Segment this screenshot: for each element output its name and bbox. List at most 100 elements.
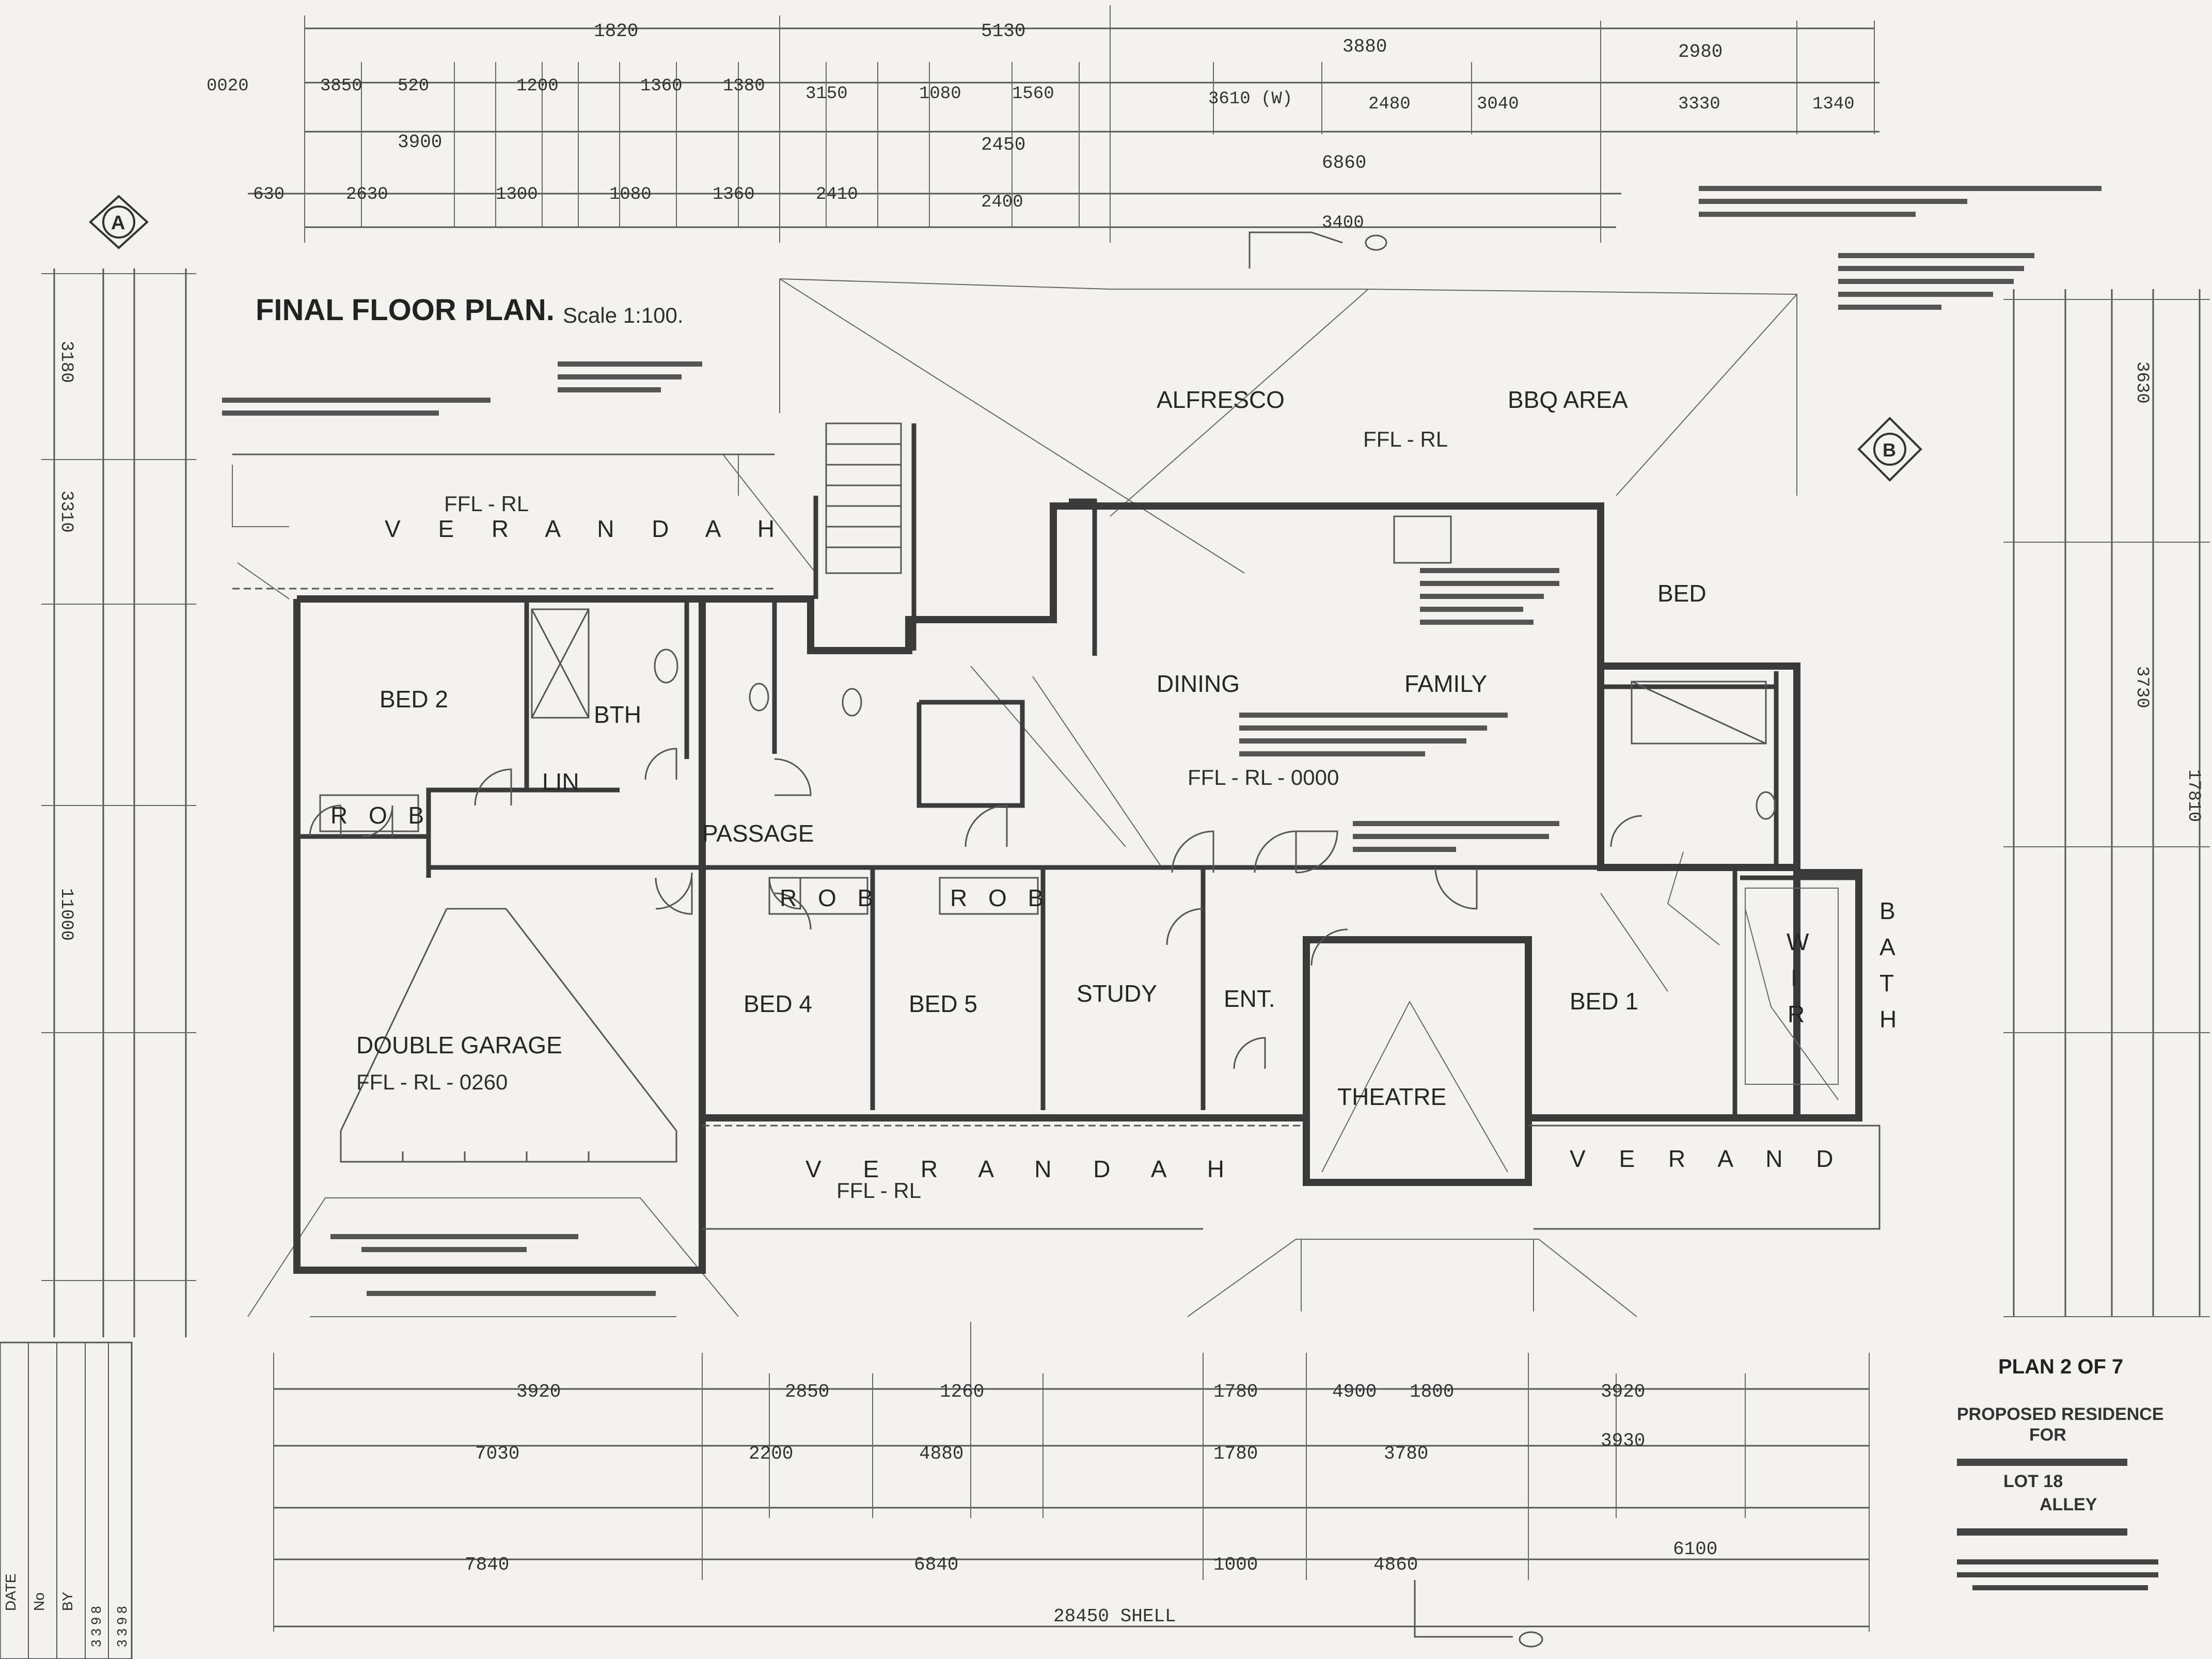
- level-garage: FFL - RL - 0260: [356, 1070, 508, 1094]
- bottom-dim-14: 7840: [465, 1554, 509, 1575]
- svg-text:3610 (W): 3610 (W): [1208, 89, 1292, 109]
- label-robe-bed4: R O B: [780, 884, 880, 911]
- svg-text:3330: 3330: [1678, 94, 1720, 114]
- rev-header-no: No: [31, 1592, 47, 1611]
- svg-text:A: A: [1879, 934, 1895, 960]
- bottom-dim-17: 4860: [1373, 1554, 1418, 1575]
- label-dining: DINING: [1157, 670, 1240, 697]
- level-alfresco: FFL - RL: [1363, 427, 1448, 451]
- bottom-dim-3: 1260: [940, 1381, 984, 1402]
- titleblock-line-2: FOR: [2029, 1425, 2066, 1445]
- bottom-dim-12: 3780: [1384, 1443, 1428, 1464]
- svg-text:1200: 1200: [516, 76, 559, 96]
- label-bed1: BED 1: [1570, 988, 1638, 1015]
- svg-text:2630: 2630: [346, 185, 388, 204]
- bottom-dim-6: 1800: [1410, 1381, 1454, 1402]
- titleblock-line-1: PROPOSED RESIDENCE: [1957, 1404, 2164, 1424]
- plan-number: PLAN 2 OF 7: [1998, 1355, 2123, 1378]
- level-veranda-top: FFL - RL: [444, 492, 529, 516]
- bottom-dim-10: 4880: [919, 1443, 963, 1464]
- bottom-dim-16: 1000: [1213, 1554, 1258, 1575]
- label-theatre: THEATRE: [1337, 1083, 1446, 1110]
- section-marker-a: A: [89, 195, 149, 249]
- svg-text:1080: 1080: [919, 84, 961, 104]
- right-dim-2: 3730: [2132, 666, 2152, 708]
- svg-text:1560: 1560: [1012, 84, 1054, 104]
- svg-text:1360: 1360: [713, 185, 755, 204]
- top-dim-7: 6860: [1322, 152, 1366, 173]
- label-entry: ENT.: [1224, 985, 1275, 1012]
- annotation-blocks: [222, 186, 2102, 1296]
- label-passage: PASSAGE: [702, 820, 814, 847]
- svg-text:3040: 3040: [1477, 94, 1519, 114]
- label-linen: LIN: [542, 768, 579, 795]
- svg-text:3850: 3850: [320, 76, 362, 96]
- svg-text:1340: 1340: [1812, 94, 1855, 114]
- top-dim-3: 3880: [1342, 36, 1387, 57]
- left-dim-2: 3310: [56, 491, 76, 533]
- svg-text:R: R: [1788, 1001, 1805, 1028]
- room-labels: V E R A N D A H FFL - RL ALFRESCO BBQ AR…: [330, 386, 1897, 1203]
- drawing-scale: Scale 1:100.: [563, 303, 684, 327]
- rev-row1-date: 3 3 9 8: [88, 1606, 104, 1647]
- svg-text:1300: 1300: [496, 185, 538, 204]
- left-dim-1: 3180: [56, 341, 76, 383]
- bottom-dim-18: 6100: [1673, 1539, 1717, 1560]
- marker-b-label: B: [1883, 439, 1896, 461]
- level-veranda-bottom: FFL - RL: [836, 1178, 921, 1203]
- svg-text:630: 630: [253, 185, 285, 204]
- bottom-dim-4: 1780: [1213, 1381, 1258, 1402]
- bottom-dim-total: 28450 SHELL: [1053, 1606, 1176, 1627]
- svg-text:2480: 2480: [1368, 94, 1411, 114]
- svg-text:B: B: [1879, 897, 1895, 924]
- label-bath: BTH: [594, 701, 641, 728]
- label-bed5: BED 5: [909, 990, 977, 1017]
- svg-text:1080: 1080: [609, 185, 652, 204]
- label-double-garage: DOUBLE GARAGE: [356, 1032, 562, 1058]
- veranda-top-outline: [232, 453, 775, 590]
- label-veranda-right: V E R A N D: [1570, 1145, 1847, 1172]
- robe-boxes: [319, 794, 1039, 915]
- svg-text:3150: 3150: [805, 84, 848, 104]
- bottom-dim-8: 7030: [475, 1443, 519, 1464]
- title-block: PLAN 2 OF 7 PROPOSED RESIDENCE FOR LOT 1…: [1957, 1355, 2164, 1590]
- section-markers: [1249, 231, 1543, 1648]
- bottom-dim-1: 3920: [516, 1381, 561, 1402]
- right-dim-3: 17810: [2184, 769, 2203, 822]
- svg-text:2410: 2410: [816, 185, 858, 204]
- section-marker-b: B: [1857, 417, 1922, 482]
- svg-text:I: I: [1791, 965, 1797, 991]
- right-dim-1: 3630: [2132, 361, 2152, 404]
- svg-text:1360: 1360: [640, 76, 683, 96]
- bottom-dim-7: 3920: [1601, 1381, 1645, 1402]
- top-dim-2: 5130: [981, 21, 1025, 42]
- svg-text:520: 520: [398, 76, 429, 96]
- bottom-dim-11: 1780: [1213, 1443, 1258, 1464]
- side-dimension-lines: 3180 3310 11000 3630 3730 17810: [41, 268, 2210, 1337]
- bottom-dim-5: 4900: [1332, 1381, 1377, 1402]
- label-veranda-top: V E R A N D A H: [385, 515, 790, 542]
- label-robe-bed2: R O B: [330, 802, 431, 829]
- bottom-dim-9: 2200: [749, 1443, 793, 1464]
- marker-a-label: A: [111, 212, 125, 234]
- rev-header-date: DATE: [3, 1573, 19, 1611]
- label-study: STUDY: [1077, 980, 1157, 1007]
- rev-row2-date: 3 3 9 8: [114, 1606, 130, 1647]
- svg-text:W: W: [1787, 928, 1809, 955]
- label-bed-right: BED: [1657, 580, 1707, 607]
- svg-text:H: H: [1879, 1006, 1897, 1033]
- svg-text:0020: 0020: [207, 76, 249, 96]
- svg-text:3400: 3400: [1322, 213, 1364, 233]
- drawing-title: FINAL FLOOR PLAN.: [256, 293, 555, 327]
- label-wir: W I R: [1787, 928, 1809, 1028]
- svg-text:1380: 1380: [723, 76, 765, 96]
- svg-text:2400: 2400: [981, 193, 1023, 212]
- top-dim-1: 1820: [594, 21, 638, 42]
- top-dim-4: 2980: [1678, 41, 1723, 62]
- bottom-dimension-lines: 3920 2850 1260 1780 4900 1800 3920 7030 …: [273, 1322, 1870, 1632]
- revision-table: DATE No BY 3 3 9 8 3 3 9 8: [0, 1341, 133, 1659]
- level-dining: FFL - RL - 0000: [1188, 765, 1339, 789]
